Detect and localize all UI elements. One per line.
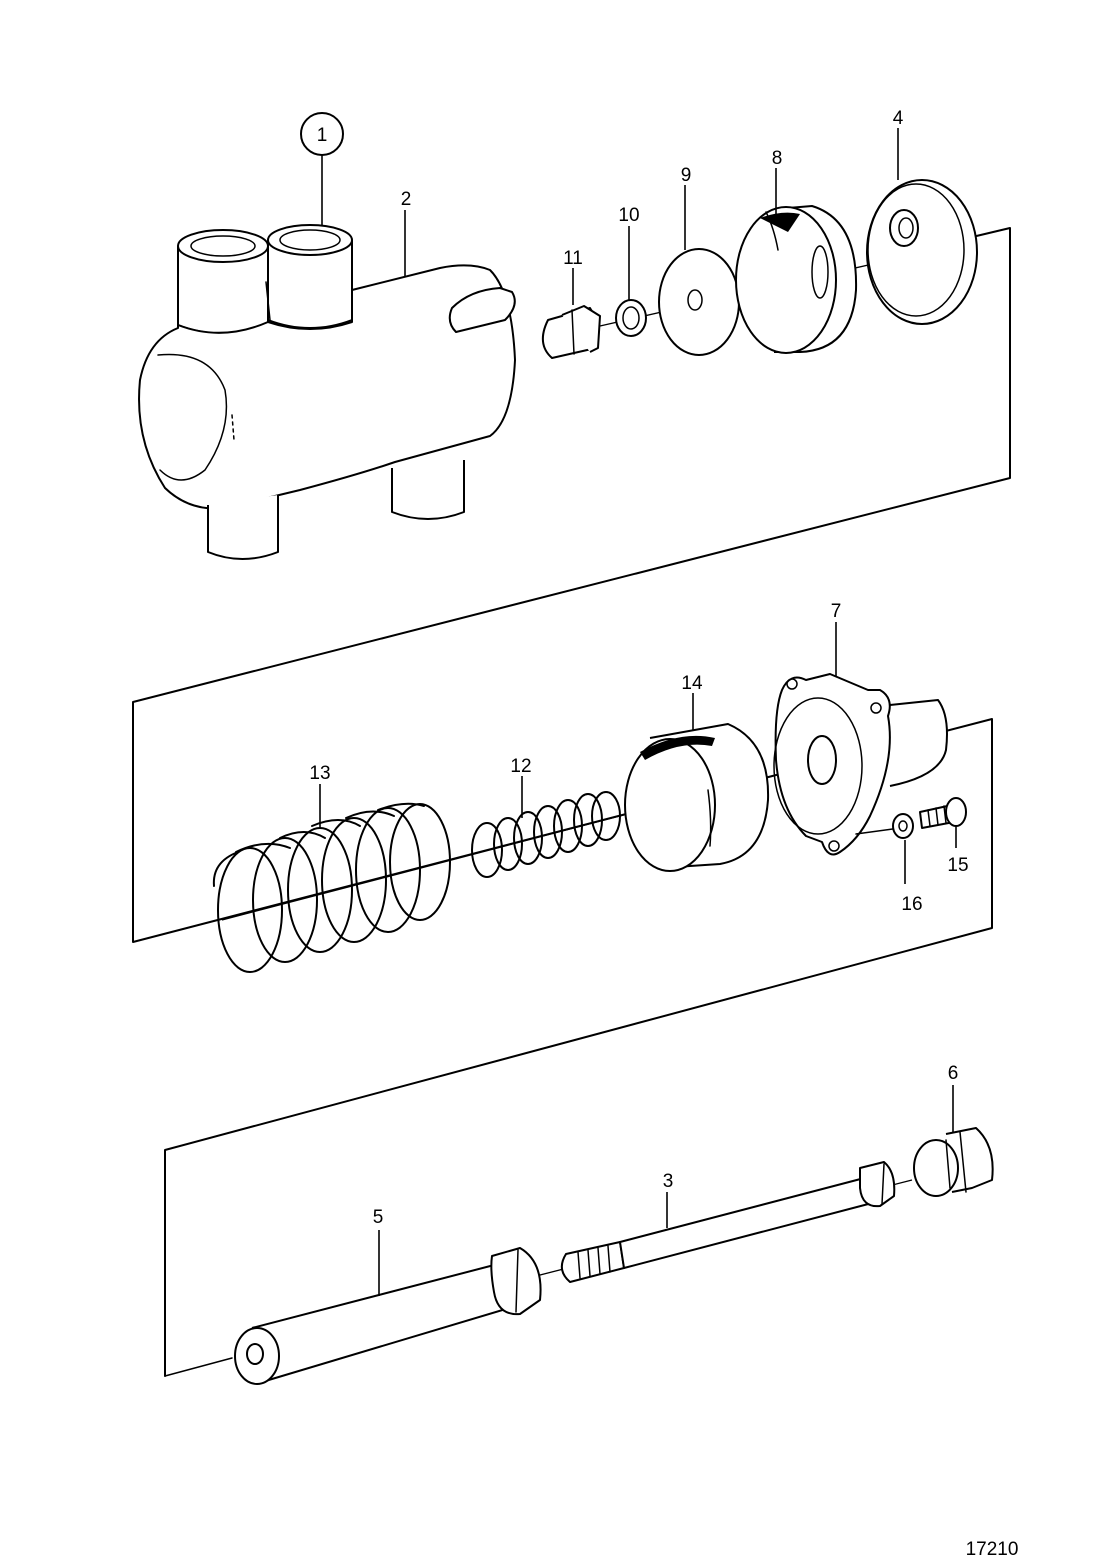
drawing-number: 17210 [966,1539,1019,1560]
part-label-4: 4 [893,108,904,129]
part-label-11: 11 [563,248,583,269]
screw-drawing [919,797,967,829]
part-label-6: 6 [948,1063,959,1084]
panel-frame-top [132,227,1011,1377]
part-1-circle [300,112,344,156]
rod-drawing [560,1161,896,1283]
diaphragm-drawing [866,179,978,325]
hex-nut-drawing [892,813,914,839]
plug-drawing [913,1127,994,1197]
large-spring-drawing [212,802,451,973]
part-label-9: 9 [681,165,692,186]
small-spring-drawing [471,791,621,878]
valve-housing-drawing [138,224,516,560]
part-label-1: 1 [317,125,328,146]
cap-nut-drawing [541,305,601,359]
leader-lines [319,128,957,1296]
cover-drawing [773,673,948,856]
part-label-2: 2 [401,189,412,210]
part-label-12: 12 [510,756,531,777]
tube-drawing [234,1247,542,1385]
part-label-14: 14 [681,673,703,694]
part-label-10: 10 [618,205,639,226]
sleeve-drawing [624,723,770,872]
flat-disc-drawing [658,248,740,356]
part-label-8: 8 [772,148,783,169]
part-label-5: 5 [373,1207,384,1228]
part-label-7: 7 [831,601,842,622]
cup-drawing [735,205,858,354]
part-label-13: 13 [309,763,330,784]
panel-frame-bottom-edge [164,1357,233,1377]
small-washer-drawing [615,299,647,337]
part-label-15: 15 [947,855,968,876]
part-label-3: 3 [663,1171,674,1192]
part-label-16: 16 [901,894,922,915]
